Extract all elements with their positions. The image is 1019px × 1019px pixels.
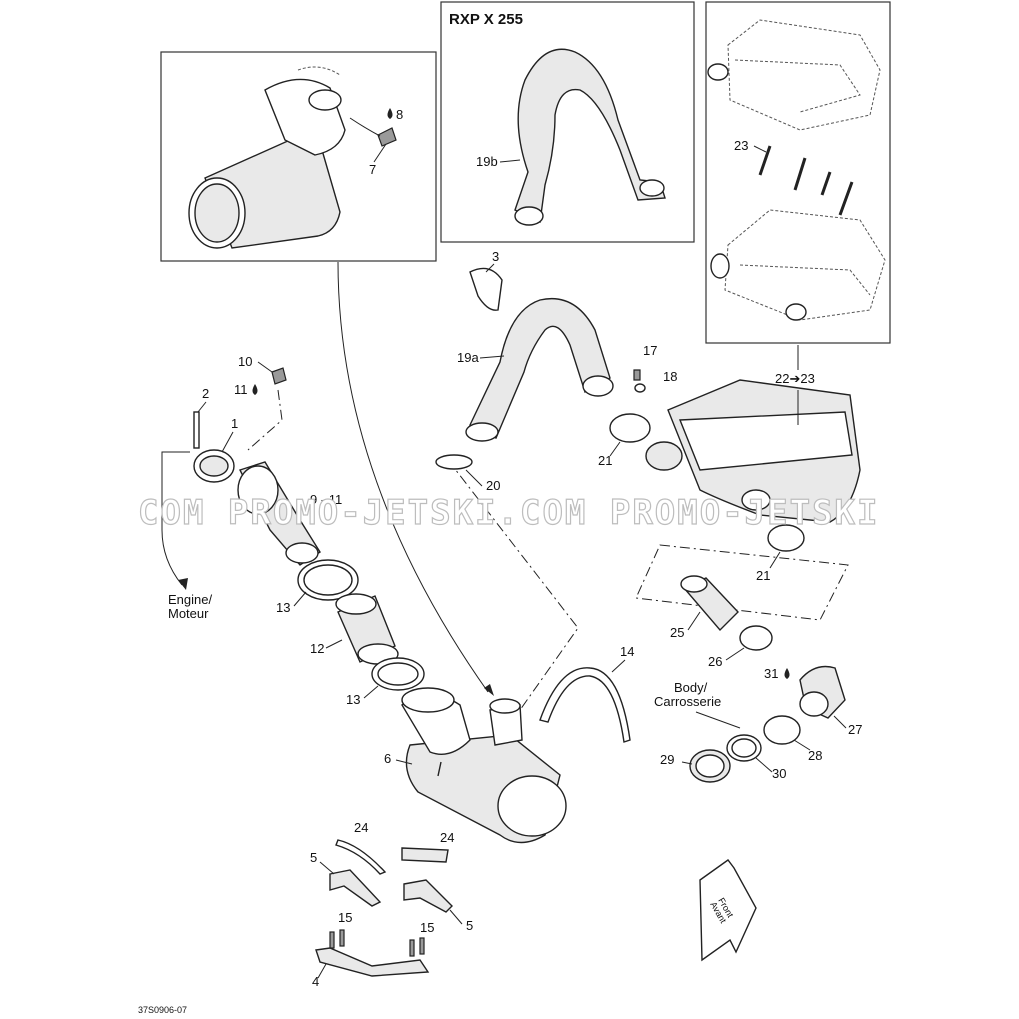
part-18-washer — [634, 383, 646, 393]
sealant-drop-icon-11 — [252, 384, 258, 395]
part-9-11-adaptor — [237, 461, 321, 566]
part-5-bracket-right — [403, 879, 453, 913]
callout-10: 10 — [238, 354, 252, 369]
callout-20: 20 — [486, 478, 500, 493]
part-25-outlet-hose — [680, 575, 739, 632]
callout-4: 4 — [312, 974, 319, 989]
part-14-strap — [539, 667, 631, 743]
inset-box-resonator-detail — [705, 1, 891, 344]
callout-17: 17 — [643, 343, 657, 358]
resonator-22-23 — [645, 379, 861, 523]
callout-14: 14 — [620, 644, 634, 659]
callout-5-left: 5 — [310, 850, 317, 865]
part-3-clip — [469, 267, 503, 311]
inset-title-rxp-x-255: RXP X 255 — [449, 11, 523, 28]
part-4-heat-shield — [315, 947, 430, 977]
diagram-code: 37S0906-07 — [138, 1005, 187, 1015]
callout-8: 8 — [396, 107, 403, 122]
part-12-sleeve — [335, 593, 399, 665]
part-21-clamp-upper — [609, 413, 651, 443]
callout-24-left: 24 — [354, 820, 368, 835]
resonator-inset-drawing — [707, 19, 886, 321]
callout-1: 1 — [231, 416, 238, 431]
watermark-text: COM PROMO-JETSKI.COM PROMO-JETSKI — [138, 493, 880, 533]
part-5-bracket-left — [329, 869, 382, 907]
body-label-fr: Carrosserie — [654, 694, 721, 709]
callout-13-lower: 13 — [346, 692, 360, 707]
callout-19b: 19b — [476, 154, 498, 169]
callout-7: 7 — [369, 162, 376, 177]
part-21-clamp-lower — [767, 524, 805, 552]
callout-25: 25 — [670, 625, 684, 640]
part-24-gasket-right — [401, 847, 449, 863]
part-10-fitting — [271, 367, 287, 385]
callout-3: 3 — [492, 249, 499, 264]
callout-31: 31 — [764, 666, 778, 681]
part-28-ring — [763, 715, 801, 745]
callout-27: 27 — [848, 722, 862, 737]
callout-12: 12 — [310, 641, 324, 656]
part-17-bolt — [633, 369, 641, 381]
part-2-bolt — [193, 411, 200, 449]
part-24-gasket-left — [335, 839, 387, 875]
callout-21-lower: 21 — [756, 568, 770, 583]
part-6-muffler — [401, 687, 567, 844]
part-15-screws — [329, 929, 425, 957]
sealant-drop-icon — [387, 108, 393, 119]
callout-9-11: 9 - 11 — [310, 492, 342, 507]
callout-5-right: 5 — [466, 918, 473, 933]
callout-15-left: 15 — [338, 910, 352, 925]
part-19a-hose — [465, 298, 614, 442]
callout-18: 18 — [663, 369, 677, 384]
hose-19b-drawing — [514, 48, 666, 226]
callout-24-right: 24 — [440, 830, 454, 845]
sealant-drop-icon-31 — [784, 668, 790, 679]
callout-2: 2 — [202, 386, 209, 401]
body-label: Body/ — [674, 680, 708, 695]
callout-28: 28 — [808, 748, 822, 763]
part-26-clamp — [739, 625, 773, 651]
callout-22-23: 22➔23 — [775, 371, 815, 386]
engine-label: Engine/ — [168, 592, 212, 607]
callout-29: 29 — [660, 752, 674, 767]
callout-13-upper: 13 — [276, 600, 290, 615]
callout-30: 30 — [772, 766, 786, 781]
callout-19a: 19a — [457, 350, 479, 365]
callout-15-right: 15 — [420, 920, 434, 935]
inset-box-rxp-x-255 — [440, 1, 695, 243]
callout-11: 11 — [234, 382, 248, 397]
inset-box-muffler-detail — [160, 51, 437, 262]
engine-label-fr: Moteur — [168, 606, 209, 621]
front-direction-arrow — [699, 859, 757, 962]
callout-26: 26 — [708, 654, 722, 669]
callout-6: 6 — [384, 751, 391, 766]
callout-23: 23 — [734, 138, 748, 153]
part-20-clamp — [435, 454, 473, 470]
inset-muffler-drawing — [188, 66, 397, 249]
callout-21-upper: 21 — [598, 453, 612, 468]
